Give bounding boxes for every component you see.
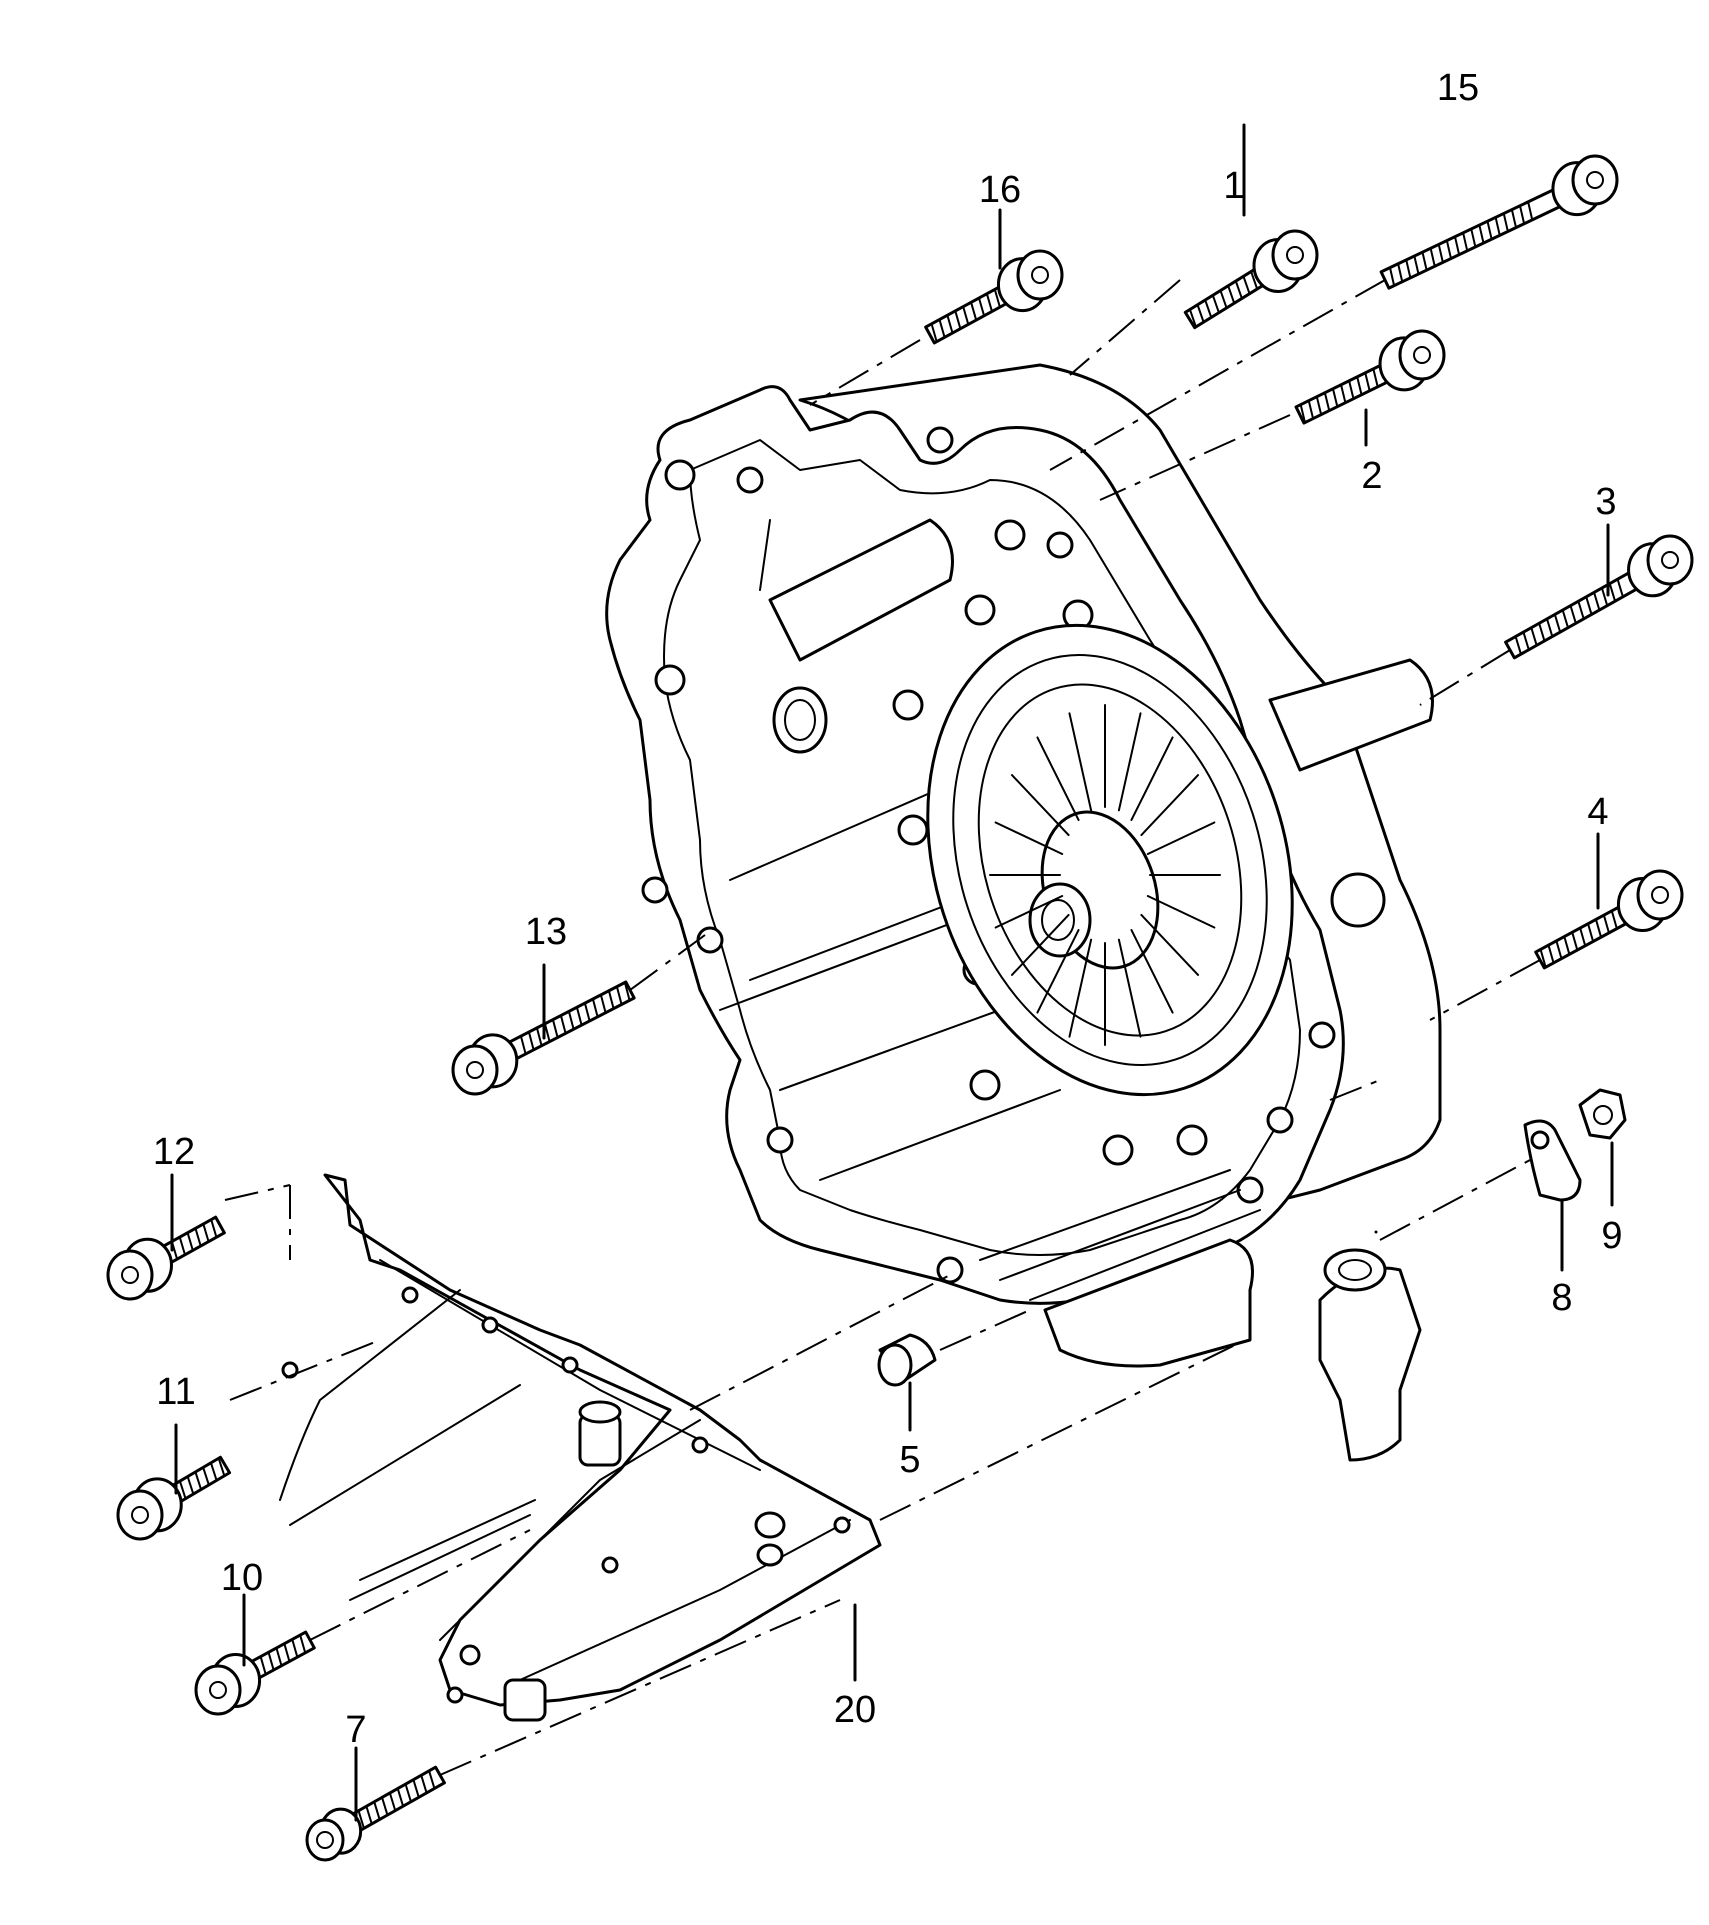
bolt-13 <box>451 980 636 1096</box>
callout-labels: 16 1 15 2 3 4 13 12 11 10 7 20 5 8 9 <box>153 67 1623 1751</box>
clutch-spokes <box>989 704 1221 1046</box>
bolt-7 <box>305 1765 446 1862</box>
callout-9: 9 <box>1601 1215 1622 1257</box>
bolts <box>106 154 1694 1862</box>
callout-12: 12 <box>153 1131 195 1173</box>
callout-11: 11 <box>156 1371 195 1413</box>
clutch-disc <box>926 623 1294 1097</box>
bolt-1 <box>1183 229 1319 330</box>
washer-8 <box>1523 1119 1582 1202</box>
callout-20: 20 <box>834 1689 876 1731</box>
bolt-11 <box>116 1455 232 1541</box>
transmission-housing <box>605 363 1442 1462</box>
callout-7: 7 <box>345 1709 366 1751</box>
callout-2: 2 <box>1361 455 1382 497</box>
callout-15: 15 <box>1437 67 1479 109</box>
bolt-2 <box>1294 329 1446 425</box>
callout-8: 8 <box>1551 1277 1572 1319</box>
callout-16: 16 <box>979 169 1021 211</box>
oil-pan-gasket <box>279 1173 882 1722</box>
callout-1: 1 <box>1223 165 1244 207</box>
bolt-12 <box>106 1215 226 1301</box>
callout-3: 3 <box>1595 481 1616 523</box>
assembly-lines <box>224 279 1541 1776</box>
bolt-3 <box>1504 534 1694 660</box>
bolt-4 <box>1534 869 1684 970</box>
callout-5: 5 <box>899 1439 920 1481</box>
callout-13: 13 <box>525 911 567 953</box>
bolt-16 <box>924 249 1064 345</box>
bolt-15 <box>1379 154 1619 290</box>
callout-leaders <box>170 123 1614 1822</box>
callout-4: 4 <box>1587 791 1608 833</box>
bolt-10 <box>194 1630 316 1716</box>
nut-9 <box>1578 1088 1627 1140</box>
callout-10: 10 <box>221 1557 263 1599</box>
dowel-sleeve-5 <box>877 1333 937 1387</box>
